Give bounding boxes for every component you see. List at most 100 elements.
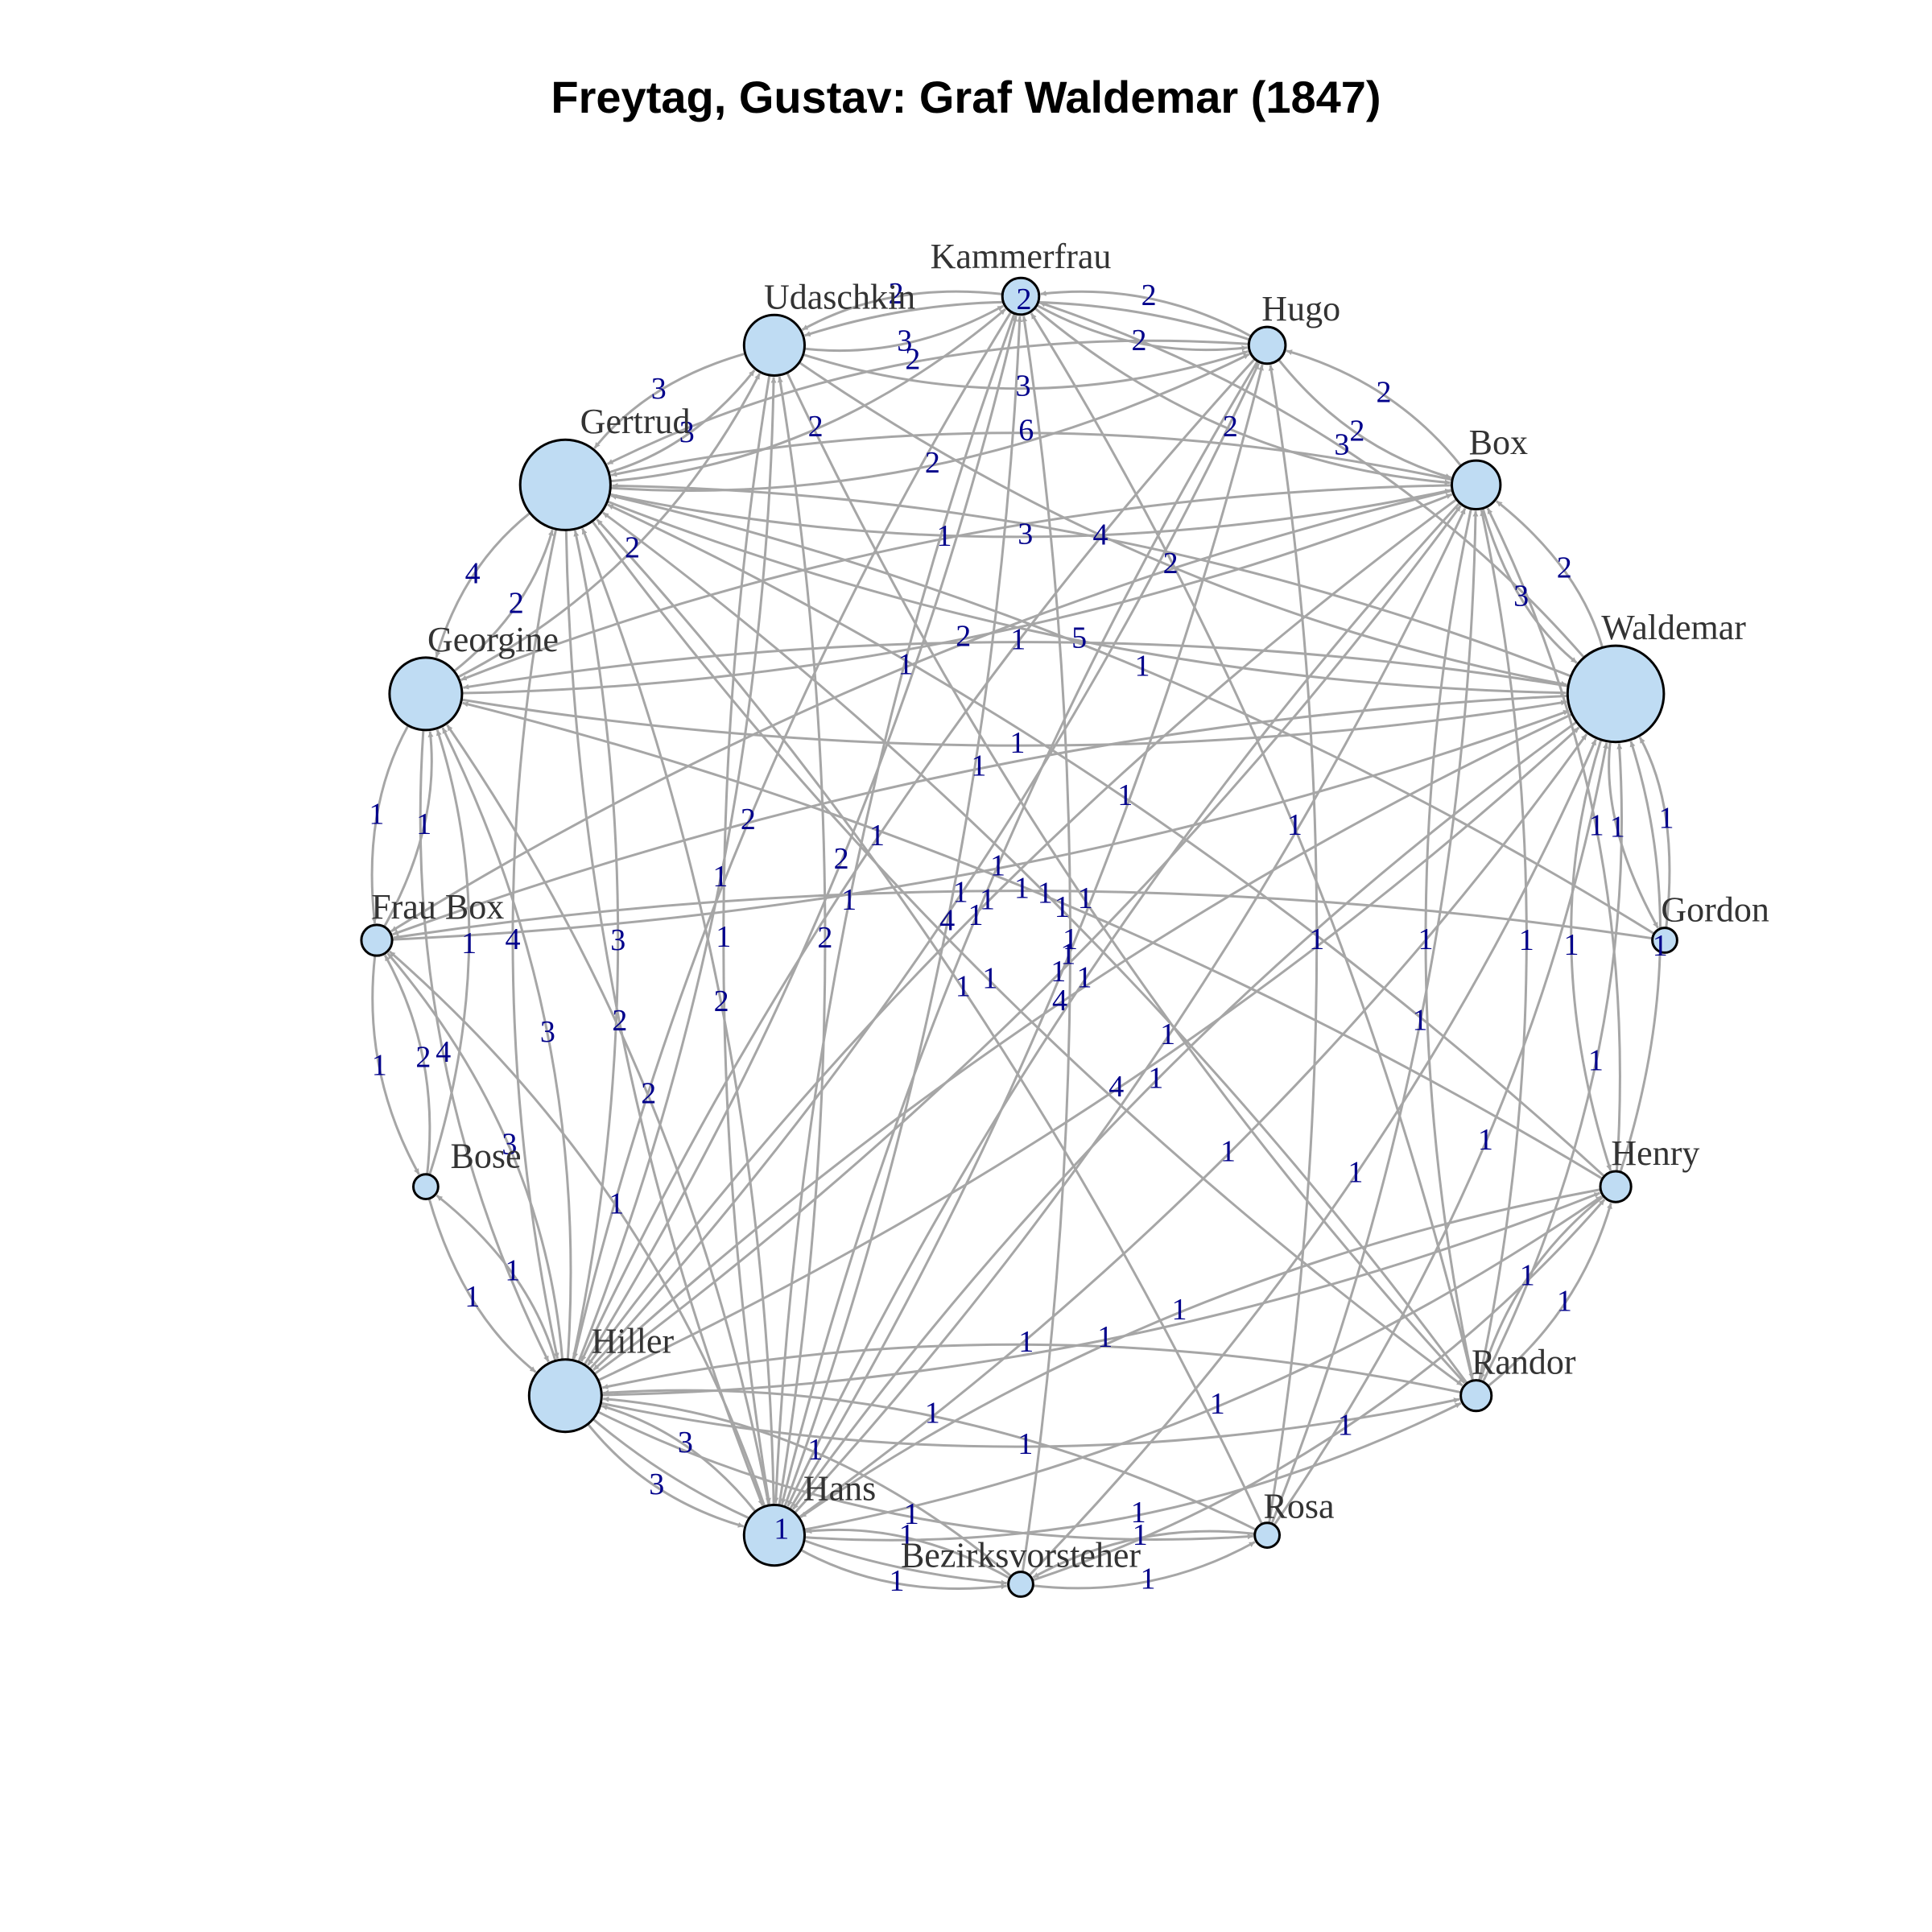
edge-weight-label: 1 [1010,622,1026,656]
edge-weight-label: 1 [1160,1018,1175,1051]
node-label-udaschkin: Udaschkin [764,277,915,316]
node-label-bose: Bose [451,1137,522,1176]
edge-rosa-to-gertrud [596,518,1263,1525]
edge-henry-to-georgine [462,701,1604,1180]
edge-hiller-to-hugo [588,362,1260,1370]
edge-udaschkin-to-kammerfrau [804,304,1005,353]
node-gordon[interactable] [1651,927,1678,954]
edge-bezirksvorsteher-to-hans [806,1528,1011,1579]
node-label-box: Box [1469,423,1528,462]
edge-weight-label: 2 [834,842,849,876]
edge-rosa-to-hugo [1268,365,1319,1524]
node-label-frau-box: Frau Box [371,887,504,927]
edge-weight-label: 1 [1338,1408,1353,1442]
edge-weight-label: 4 [436,1035,451,1069]
edge-georgine-to-gertrud [453,529,554,672]
edge-gertrud-to-hiller [511,528,559,1360]
edge-weight-label: 3 [1334,428,1349,462]
edge-weight-label: 4 [465,556,481,590]
edge-hiller-to-rosa [597,1410,1253,1541]
node-label-kammerfrau: Kammerfrau [931,237,1112,276]
edge-weight-label: 1 [1018,1325,1034,1359]
edge-weight-label: 1 [807,1433,823,1467]
edge-weight-label: 1 [1060,938,1075,972]
edge-weight-label: 1 [1519,923,1534,957]
edge-hans-to-georgine [446,724,770,1506]
node-georgine[interactable] [388,656,464,732]
edge-weight-label: 2 [1141,279,1157,312]
edge-weight-label: 1 [1078,881,1093,915]
node-kammerfrau[interactable] [1001,276,1041,316]
edge-weight-label: 2 [925,446,940,480]
node-label-randor: Randor [1472,1343,1576,1382]
edge-weight-label: 1 [869,819,885,852]
edge-box-to-gertrud [610,431,1453,481]
edge-weight-label: 1 [716,920,731,954]
edge-weight-label: 1 [1557,1285,1572,1319]
edge-waldemar-to-frau-box [392,695,1568,936]
edge-weight-label: 1 [1588,1043,1604,1077]
edge-randor-to-kammerfrau [1030,312,1474,1381]
node-randor[interactable] [1459,1379,1493,1413]
node-hans[interactable] [742,1504,807,1567]
edge-randor-to-box [1478,510,1528,1381]
edge-hans-to-frau-box [388,950,766,1507]
edge-udaschkin-to-gertrud [593,352,746,449]
edge-weight-label: 2 [1163,547,1179,580]
edge-weight-label: 1 [890,1564,905,1598]
edge-weight-label: 3 [1513,579,1529,613]
edge-bezirksvorsteher-to-kammerfrau [1021,316,1071,1573]
edge-weight-label: 1 [956,969,971,1003]
edge-weight-label: 1 [1589,809,1604,843]
edge-weight-label: 4 [1093,518,1108,552]
edge-hugo-to-gertrud [606,339,1249,465]
edge-rosa-to-waldemar [1273,742,1608,1526]
edge-frau-box-to-georgine [382,731,434,928]
edge-weight-label: 3 [651,372,667,406]
edge-weight-label: 1 [899,1518,914,1552]
edge-gertrud-to-hans [564,530,764,1506]
node-rosa[interactable] [1253,1521,1281,1549]
node-henry[interactable] [1599,1170,1633,1203]
node-box[interactable] [1451,459,1502,510]
edge-udaschkin-to-hans [722,374,771,1505]
node-hiller[interactable] [527,1358,603,1434]
edge-hugo-to-hans [780,360,1259,1505]
node-label-bezirksvorsteher: Bezirksvorsteher [901,1536,1141,1575]
node-bezirksvorsteher[interactable] [1007,1571,1034,1598]
edge-weight-label: 2 [509,587,524,621]
edge-gordon-to-frau-box [393,890,1653,940]
edge-weight-label: 1 [1018,1427,1033,1461]
node-udaschkin[interactable] [742,313,807,377]
edge-randor-to-hiller [601,1343,1462,1394]
edge-georgine-to-udaschkin [457,373,762,679]
edge-weight-label: 1 [1009,726,1025,760]
edge-hiller-to-hans [587,1422,745,1528]
edge-hugo-to-kammerfrau [1040,290,1252,338]
edge-weight-label: 1 [1131,1496,1146,1530]
edge-weight-label: 2 [415,1041,431,1075]
edge-hiller-to-box [593,505,1462,1376]
edge-gertrud-to-udaschkin [608,369,756,474]
edge-weight-label: 2 [741,803,756,836]
edge-randor-to-henry [1487,1202,1612,1387]
edge-bose-to-georgine [428,729,471,1175]
edge-hans-to-randor [804,1402,1462,1542]
edge-georgine-to-box [461,493,1453,695]
node-label-hiller: Hiller [591,1322,674,1361]
edge-weight-label: 2 [905,343,920,377]
edge-hans-to-waldemar [798,733,1588,1519]
node-waldemar[interactable] [1566,644,1666,744]
node-frau-box[interactable] [360,923,394,957]
node-bose[interactable] [412,1173,440,1200]
edge-weight-label: 2 [808,410,824,444]
node-gertrud[interactable] [518,438,612,531]
edge-weight-label: 3 [679,415,695,449]
node-label-georgine: Georgine [427,620,559,659]
edge-weight-label: 2 [625,530,640,564]
edge-gordon-to-waldemar [1638,737,1671,928]
edge-gordon-to-gertrud [610,493,1655,935]
node-hugo[interactable] [1247,325,1287,365]
